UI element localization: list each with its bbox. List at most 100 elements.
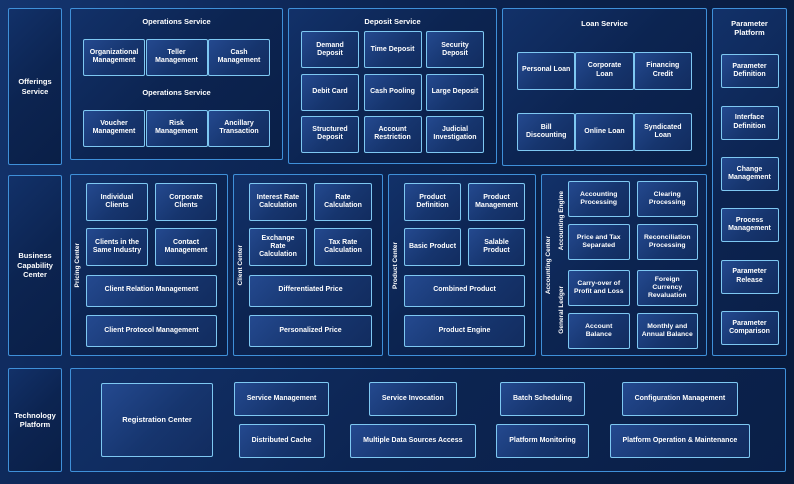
box-basic-product: Basic Product <box>404 228 461 266</box>
box-platform-operation-maintenance: Platform Operation & Maintenance <box>609 424 751 458</box>
box-corporate-loan: Corporate Loan <box>575 51 634 90</box>
box-cash-management: Cash Management <box>208 38 270 76</box>
offerings-service-rail: Offerings Service <box>8 8 62 165</box>
box-combined-product: Combined Product <box>404 274 525 307</box>
business-capability-center-rail: Business Capability Center <box>8 175 62 356</box>
box-security-deposit: Security Deposit <box>426 31 484 69</box>
box-syndicated-loan: Syndicated Loan <box>633 113 692 151</box>
accounting-engine-label: Accounting Engine <box>558 190 565 251</box>
box-judicial-investigation: Judicial Investigation <box>426 115 484 153</box>
box-platform-monitoring: Platform Monitoring <box>496 424 589 458</box>
product-center-label: Product Center <box>392 241 399 289</box>
operations-row-1: Organizational Management Teller Managem… <box>83 38 270 76</box>
box-distributed-cache: Distributed Cache <box>238 424 325 458</box>
box-multiple-data-sources-access: Multiple Data Sources Access <box>350 424 476 458</box>
box-salable-product: Salable Product <box>468 228 525 266</box>
box-debit-card: Debit Card <box>301 73 359 111</box>
box-change-management: Change Management <box>720 156 779 191</box>
box-exchange-rate-calculation: Exchange Rate Calculation <box>249 228 307 266</box>
general-ledger-group: General Ledger Carry-over of Profit and … <box>555 270 698 349</box>
box-individual-clients: Individual Clients <box>86 183 148 221</box>
box-online-loan: Online Loan <box>575 113 634 151</box>
client-center-label: Client Center <box>237 244 244 286</box>
pricing-center-label: Pricing Center <box>74 242 81 288</box>
box-price-and-tax-separated: Price and Tax Separated <box>568 224 630 260</box>
operations-service-title: Operations Service <box>142 17 211 26</box>
box-batch-scheduling: Batch Scheduling <box>499 382 586 416</box>
box-parameter-definition: Parameter Definition <box>720 54 779 89</box>
technology-column-4: Configuration Management Platform Operat… <box>609 382 751 458</box>
accounting-center-section: Accounting Center Accounting Engine Acco… <box>541 174 707 356</box>
technology-platform-panel: Registration Center Service Management D… <box>70 368 786 472</box>
client-center-grid: Interest Rate Calculation Rate Calculati… <box>249 183 372 266</box>
operations-service-mid-label: Operations Service <box>142 88 211 98</box>
accounting-center-strip: Accounting Center <box>542 175 555 355</box>
box-tax-rate-calculation: Tax Rate Calculation <box>314 228 372 266</box>
box-interface-definition: Interface Definition <box>720 105 779 140</box>
box-personalized-price: Personalized Price <box>249 315 372 347</box>
box-process-management: Process Management <box>720 208 779 243</box>
box-accounting-processing: Accounting Processing <box>568 181 630 217</box>
box-cash-pooling: Cash Pooling <box>363 73 422 111</box>
loan-row-2: Bill Discounting Online Loan Syndicated … <box>517 113 692 151</box>
box-service-management: Service Management <box>233 382 330 416</box>
deposit-service-title: Deposit Service <box>364 17 421 26</box>
pricing-center-section: Pricing Center Individual Clients Corpor… <box>70 174 228 356</box>
product-center-strip: Product Center <box>389 175 402 355</box>
technology-column-3: Batch Scheduling Platform Monitoring <box>496 382 589 458</box>
parameter-platform-panel: Parameter Platform Parameter Definition … <box>712 8 787 356</box>
box-monthly-and-annual-balance: Monthly and Annual Balance <box>636 313 698 349</box>
loan-row-1: Personal Loan Corporate Loan Financing C… <box>517 51 692 90</box>
box-ancillary-transaction: Ancillary Transaction <box>208 109 270 147</box>
box-parameter-comparison: Parameter Comparison <box>720 310 779 345</box>
box-registration-center: Registration Center <box>101 383 213 457</box>
general-ledger-strip: General Ledger <box>555 270 568 349</box>
pricing-center-grid: Individual Clients Corporate Clients Cli… <box>86 183 217 266</box>
box-differentiated-price: Differentiated Price <box>249 274 372 307</box>
box-account-restriction: Account Restriction <box>363 115 422 153</box>
box-corporate-clients: Corporate Clients <box>155 183 217 221</box>
box-client-relation-management: Client Relation Management <box>86 274 217 307</box>
deposit-service-panel: Deposit Service Demand Deposit Time Depo… <box>288 8 497 164</box>
box-financing-credit: Financing Credit <box>633 51 692 90</box>
client-center-section: Client Center Interest Rate Calculation … <box>233 174 383 356</box>
box-personal-loan: Personal Loan <box>517 51 576 90</box>
product-center-section: Product Center Product Definition Produc… <box>388 174 536 356</box>
deposit-row-3: Structured Deposit Account Restriction J… <box>301 115 484 153</box>
box-organizational-management: Organizational Management <box>83 38 145 76</box>
box-demand-deposit: Demand Deposit <box>301 31 359 69</box>
loan-service-panel: Loan Service Personal Loan Corporate Loa… <box>502 8 707 166</box>
box-service-invocation: Service Invocation <box>368 382 457 416</box>
technology-column-2: Service Invocation Multiple Data Sources… <box>350 382 476 458</box>
general-ledger-label: General Ledger <box>558 285 565 334</box>
accounting-engine-strip: Accounting Engine <box>555 181 568 260</box>
box-time-deposit: Time Deposit <box>363 31 422 69</box>
product-center-grid: Product Definition Product Management Ba… <box>404 183 525 266</box>
parameter-platform-title: Parameter Platform <box>731 19 768 37</box>
technology-platform-label: Technology Platform <box>14 410 56 429</box>
box-foreign-currency-revaluation: Foreign Currency Revaluation <box>636 270 698 306</box>
box-product-engine: Product Engine <box>404 315 525 347</box>
box-contact-management: Contact Management <box>155 228 217 266</box>
box-risk-management: Risk Management <box>145 109 208 147</box>
pricing-center-strip: Pricing Center <box>71 175 84 355</box>
box-voucher-management: Voucher Management <box>83 109 145 147</box>
box-product-management: Product Management <box>468 183 525 221</box>
operations-row-2: Voucher Management Risk Management Ancil… <box>83 109 270 147</box>
box-configuration-management: Configuration Management <box>621 382 739 416</box>
box-interest-rate-calculation: Interest Rate Calculation <box>249 183 307 221</box>
operations-service-panel: Operations Service Organizational Manage… <box>70 8 283 160</box>
accounting-engine-group: Accounting Engine Accounting Processing … <box>555 181 698 260</box>
box-rate-calculation: Rate Calculation <box>314 183 372 221</box>
business-capability-center-label: Business Capability Center <box>17 251 53 280</box>
box-large-deposit: Large Deposit <box>426 73 484 111</box>
deposit-row-2: Debit Card Cash Pooling Large Deposit <box>301 73 484 111</box>
box-product-definition: Product Definition <box>404 183 461 221</box>
offerings-service-label: Offerings Service <box>18 77 52 96</box>
box-structured-deposit: Structured Deposit <box>301 115 359 153</box>
box-carry-over-of-profit-and-loss: Carry-over of Profit and Loss <box>568 270 630 306</box>
loan-service-title: Loan Service <box>581 19 628 28</box>
box-bill-discounting: Bill Discounting <box>517 113 576 151</box>
client-center-strip: Client Center <box>234 175 247 355</box>
